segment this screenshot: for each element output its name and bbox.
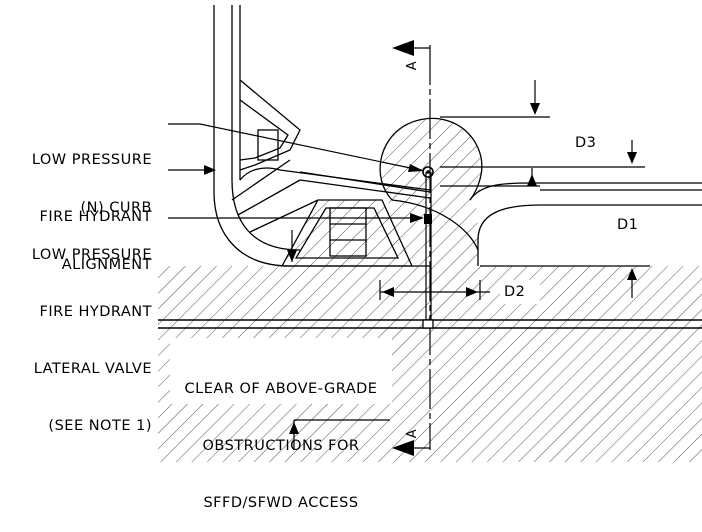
label-curb-alignment: (N) CURB ALIGNMENT xyxy=(62,161,152,294)
hydrant-symbol xyxy=(422,166,434,178)
leader-hydrant xyxy=(168,123,421,171)
clear-text-mask xyxy=(170,338,392,404)
label-line: (SEE NOTE 1) xyxy=(48,418,152,434)
label-line: LOW PRESSURE xyxy=(31,152,152,168)
hydrant-dot xyxy=(426,170,430,174)
label-d1: D1 xyxy=(617,217,639,233)
d3-arrowhead-top xyxy=(530,103,540,115)
label-line: SFFD/SFWD ACCESS xyxy=(203,495,359,511)
leader-curb-arrowhead xyxy=(204,165,216,175)
label-line: OBSTRUCTIONS FOR xyxy=(202,438,360,454)
section-label-bottom: A xyxy=(405,428,421,439)
label-line: FIRE HYDRANT xyxy=(39,209,152,225)
bulb-out-outline xyxy=(379,117,483,201)
ramp-left xyxy=(239,79,301,171)
d1-text-mask xyxy=(612,212,646,238)
ramp-ray xyxy=(249,199,319,233)
label-line: LOW PRESSURE xyxy=(31,247,152,263)
curb-right-lower xyxy=(477,204,702,266)
hatch-bulb xyxy=(381,118,483,267)
curb-right-arc xyxy=(391,199,479,251)
ramp-bottom xyxy=(280,199,414,267)
label-line: (N) CURB xyxy=(80,200,152,216)
ramp-left-step xyxy=(257,129,279,161)
ramp-ray xyxy=(231,159,291,201)
offset-arrowhead-top xyxy=(287,250,297,262)
d1-arrowhead-bottom xyxy=(627,268,637,280)
label-line: CLEAR OF ABOVE-GRADE xyxy=(184,381,378,397)
section-label-top: A xyxy=(405,60,421,71)
fire-hydrant-plan-drawing xyxy=(158,5,702,462)
main-connection-symbol xyxy=(422,319,434,329)
d2-arrowhead-right xyxy=(466,287,478,297)
label-line: ALIGNMENT xyxy=(61,257,152,273)
label-clear-zone: CLEAR OF ABOVE-GRADE OBSTRUCTIONS FOR SF… xyxy=(170,342,392,532)
section-arrow-bottom xyxy=(392,440,414,456)
label-line: LATERAL VALVE xyxy=(33,361,152,377)
leader-hydrant-arrowhead xyxy=(408,164,424,172)
ramp-bottom-steps xyxy=(329,207,367,257)
label-line: FIRE HYDRANT xyxy=(39,304,152,320)
d2-arrowhead-left xyxy=(382,287,394,297)
label-lateral-valve: LOW PRESSURE FIRE HYDRANT LATERAL VALVE … xyxy=(32,208,152,455)
d3-arrowhead-bottom xyxy=(627,152,637,164)
d2-text-mask xyxy=(500,280,540,304)
curb-inner xyxy=(231,179,301,251)
ramp-bottom-inner xyxy=(294,207,400,259)
curb-inner-2 xyxy=(239,167,431,191)
street-line xyxy=(299,179,431,199)
leader-valve-arrowhead xyxy=(410,213,424,223)
offset-arrowhead-bottom xyxy=(289,422,299,434)
label-d3: D3 xyxy=(575,135,597,151)
label-d2: D2 xyxy=(504,284,526,300)
label-low-pressure-hydrant: LOW PRESSURE FIRE HYDRANT xyxy=(32,113,152,246)
ramp-ray xyxy=(237,179,301,216)
section-arrow-top xyxy=(392,40,414,56)
street-line xyxy=(299,171,431,193)
d1-arrowhead-top xyxy=(527,174,537,186)
ramp-left-inner xyxy=(239,99,289,161)
lateral-valve-symbol xyxy=(424,214,432,224)
hatch-ramp-area xyxy=(282,200,412,266)
